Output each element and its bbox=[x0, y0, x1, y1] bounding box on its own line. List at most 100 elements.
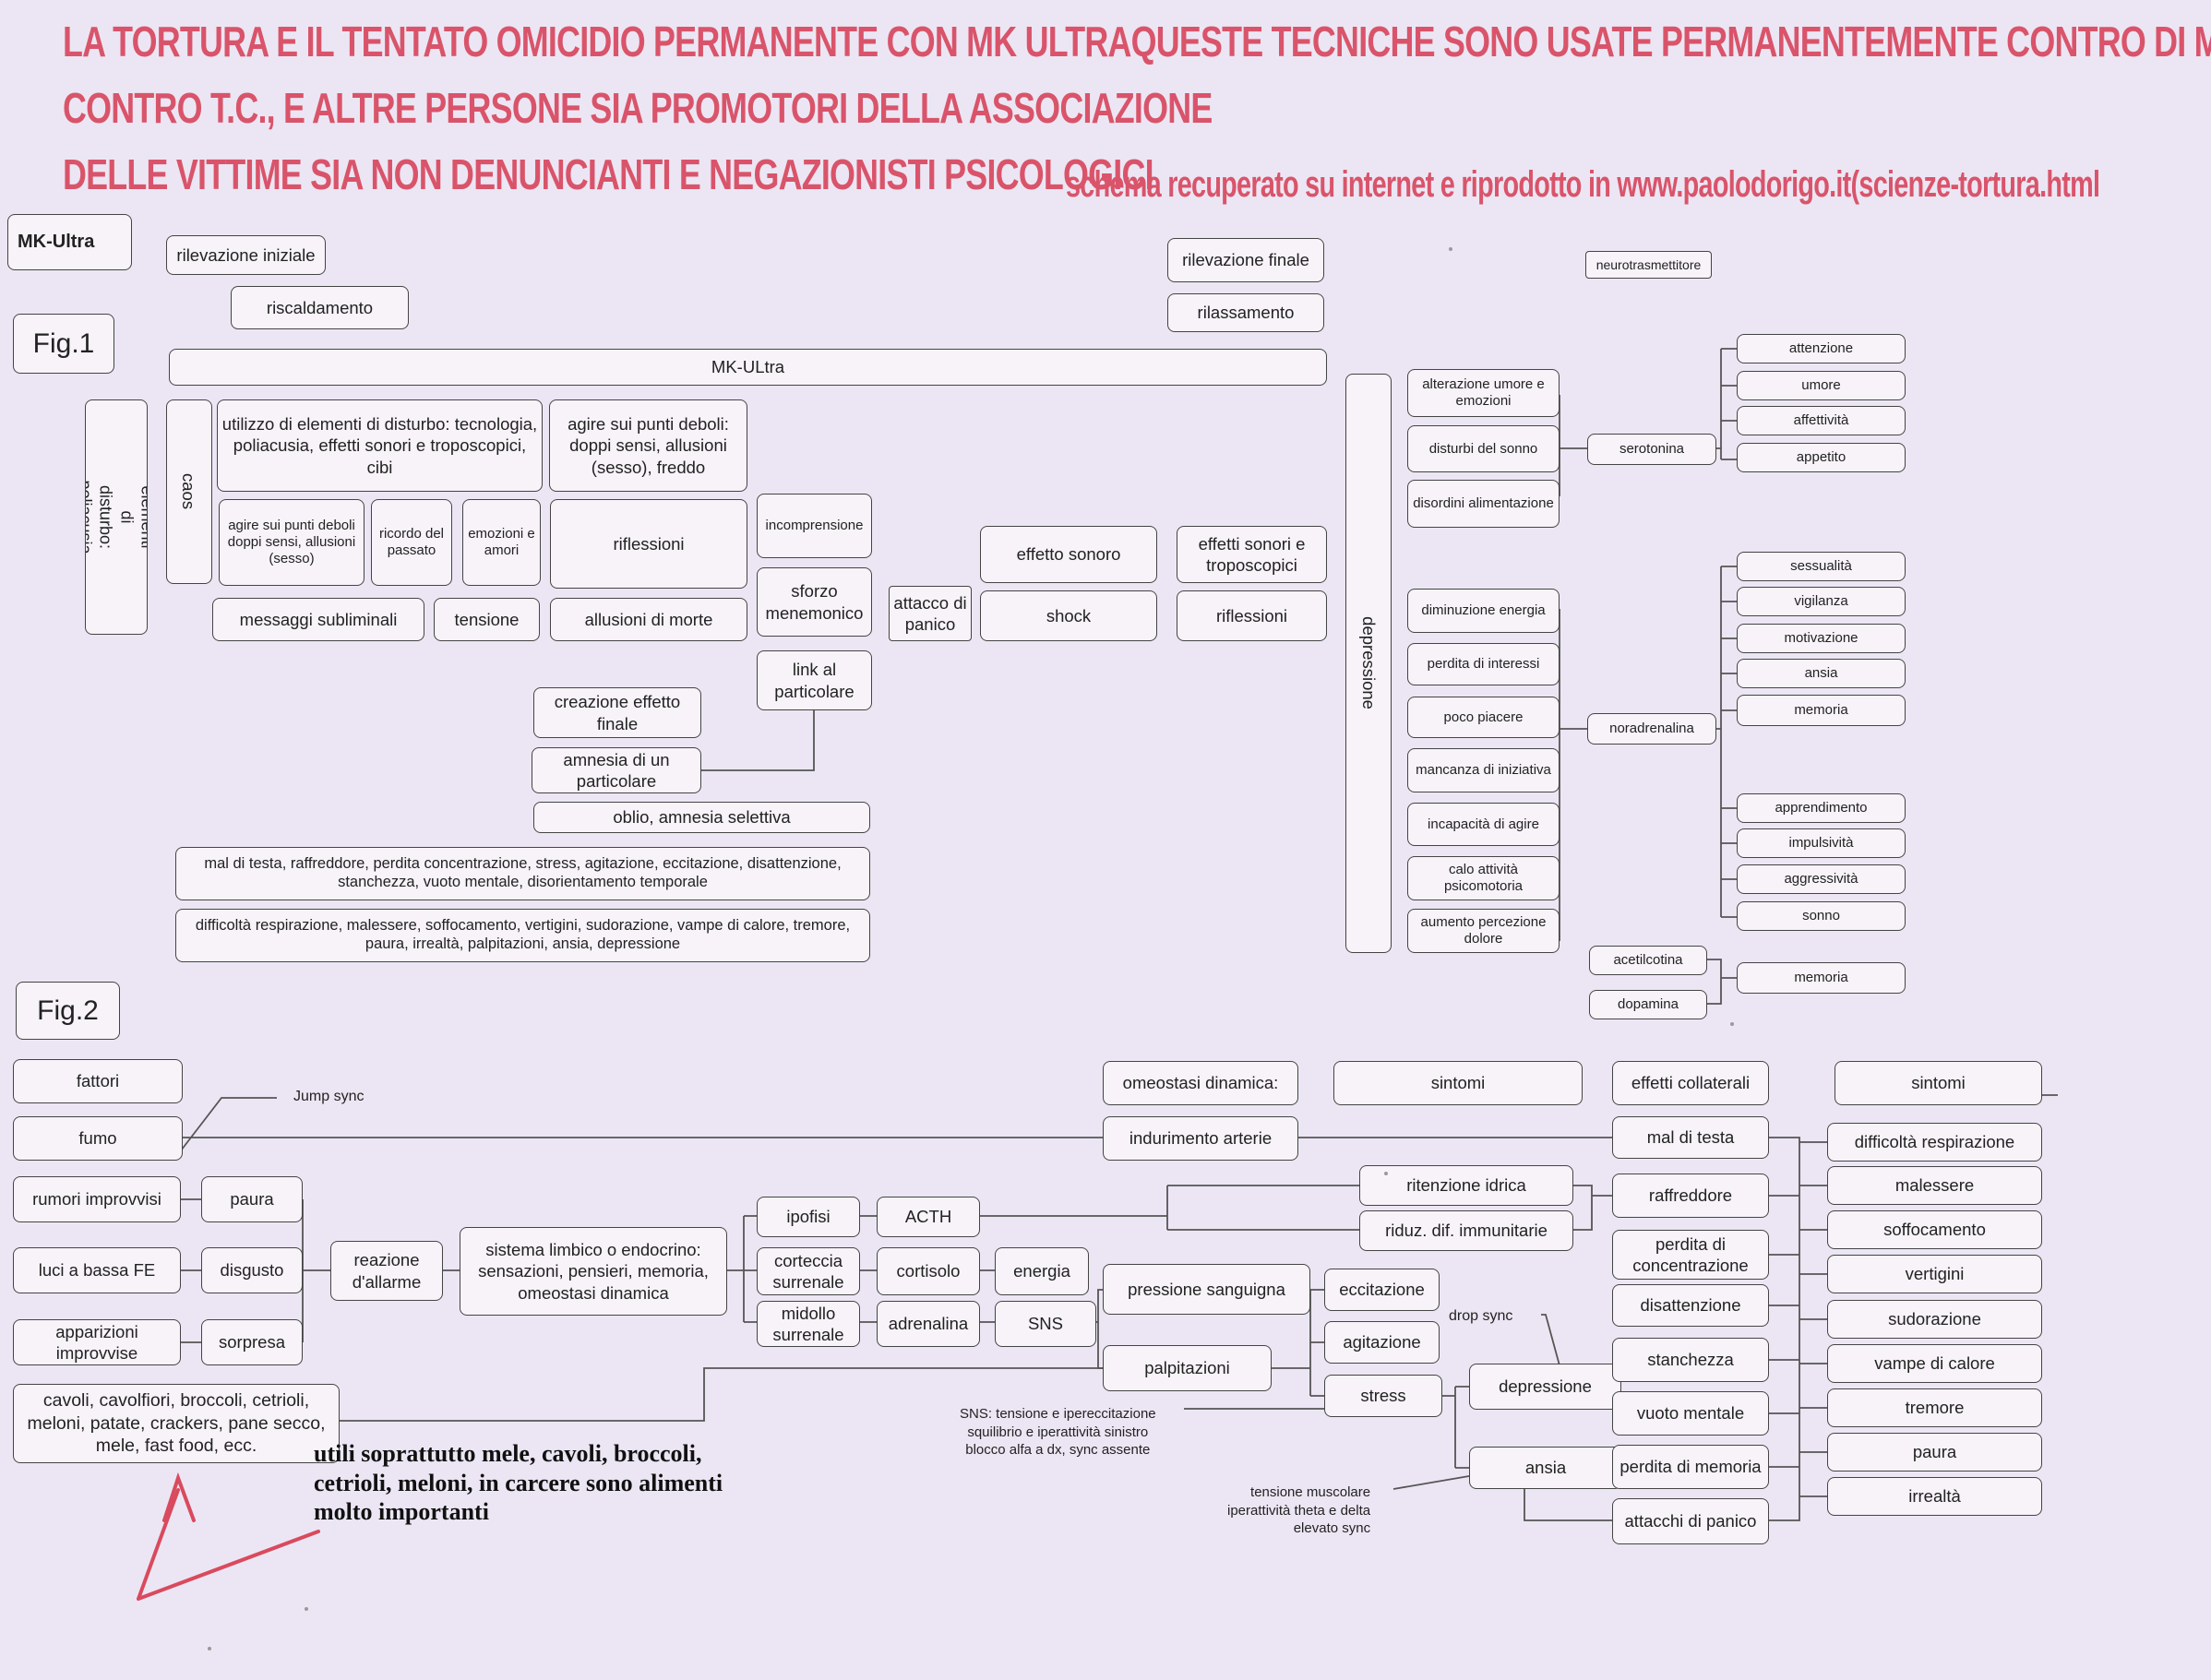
sintomo-tremore: tremore bbox=[1827, 1388, 2042, 1427]
ansia-box: ansia bbox=[1469, 1447, 1622, 1489]
attacco-panico-box: attacco di panico bbox=[889, 586, 972, 641]
header-line-2: CONTRO T.C., E ALTRE PERSONE SIA PROMOTO… bbox=[63, 84, 1213, 132]
riscaldamento-box: riscaldamento bbox=[231, 286, 409, 329]
ritenzione-box: ritenzione idrica bbox=[1359, 1165, 1573, 1206]
header-line-1: LA TORTURA E IL TENTATO OMICIDIO PERMANE… bbox=[63, 18, 2211, 66]
fig1-label: Fig.1 bbox=[13, 314, 114, 374]
sintomo-soffocamento: soffocamento bbox=[1827, 1210, 2042, 1249]
effetto-stanchezza: stanchezza bbox=[1612, 1338, 1769, 1382]
scan-speck bbox=[305, 1607, 308, 1611]
corteccia-box: corteccia surrenale bbox=[757, 1247, 860, 1295]
disgusto-box: disgusto bbox=[201, 1247, 303, 1293]
mk-ultra-bar: MK-ULtra bbox=[169, 349, 1327, 386]
effetti-head-box: effetti collaterali bbox=[1612, 1061, 1769, 1105]
sintomo-paura: paura bbox=[1827, 1433, 2042, 1471]
riflessioni-box: riflessioni bbox=[550, 499, 747, 589]
effetti-sonori-box: effetti sonori e troposcopici bbox=[1177, 526, 1327, 583]
function-sonno: sonno bbox=[1737, 901, 1906, 931]
fattori-box: fattori bbox=[13, 1059, 183, 1103]
effect-aumento-dolore: aumento percezione dolore bbox=[1407, 909, 1560, 953]
effetto-mal-di-testa: mal di testa bbox=[1612, 1116, 1769, 1159]
cortisolo-box: cortisolo bbox=[877, 1247, 980, 1295]
effetto-sonoro-box: effetto sonoro bbox=[980, 526, 1157, 583]
scan-speck bbox=[1384, 1172, 1388, 1175]
neurotrasmettitore-box: neurotrasmettitore bbox=[1585, 251, 1712, 279]
paura-box: paura bbox=[201, 1176, 303, 1222]
function-impulsivita: impulsività bbox=[1737, 828, 1906, 858]
effect-disturbi-sonno: disturbi del sonno bbox=[1407, 425, 1560, 472]
sintomo-sudorazione: sudorazione bbox=[1827, 1300, 2042, 1339]
sintomo-malessere: malessere bbox=[1827, 1166, 2042, 1205]
depressione-vertical: depressione bbox=[1345, 374, 1392, 953]
shock-box: shock bbox=[980, 590, 1157, 641]
function-apprendimento: apprendimento bbox=[1737, 793, 1906, 823]
creazione-elementi-vertical: creazione elementi di disturbo: poliacus… bbox=[85, 399, 148, 635]
adrenalina-box: adrenalina bbox=[877, 1301, 980, 1347]
effect-perdita-interessi: perdita di interessi bbox=[1407, 643, 1560, 685]
pressione-box: pressione sanguigna bbox=[1103, 1264, 1310, 1315]
scan-speck bbox=[1449, 247, 1452, 251]
sforzo-box: sforzo menemonico bbox=[757, 567, 872, 637]
caos-box: caos bbox=[166, 399, 212, 584]
midollo-box: midollo surrenale bbox=[757, 1301, 860, 1347]
effetto-perdita-memoria: perdita di memoria bbox=[1612, 1445, 1769, 1489]
noradrenalina-box: noradrenalina bbox=[1587, 713, 1716, 745]
function-appetito: appetito bbox=[1737, 443, 1906, 472]
jump-sync-label: Jump sync bbox=[293, 1089, 365, 1104]
depressione-box: depressione bbox=[1469, 1364, 1621, 1410]
indurimento-box: indurimento arterie bbox=[1103, 1116, 1298, 1161]
acetilcotina-box: acetilcotina bbox=[1589, 946, 1707, 975]
utilizzo-elementi-box: utilizzo di elementi di disturbo: tecnol… bbox=[217, 399, 543, 492]
sintomi-box-2: difficoltà respirazione, malessere, soff… bbox=[175, 909, 870, 962]
sintomo-vertigini: vertigini bbox=[1827, 1255, 2042, 1293]
effect-mancanza-iniziativa: mancanza di iniziativa bbox=[1407, 748, 1560, 792]
cibi-box: cavoli, cavolfiori, broccoli, cetrioli, … bbox=[13, 1384, 340, 1463]
acth-box: ACTH bbox=[877, 1197, 980, 1237]
riflessioni2-box: riflessioni bbox=[1177, 590, 1327, 641]
function-umore: umore bbox=[1737, 371, 1906, 400]
palpitazioni-box: palpitazioni bbox=[1103, 1345, 1272, 1391]
sns-box: SNS bbox=[995, 1301, 1096, 1347]
sintomo-difficolta-respirazione: difficoltà respirazione bbox=[1827, 1123, 2042, 1162]
sintomo-irrealta: irrealtà bbox=[1827, 1477, 2042, 1516]
ipofisi-box: ipofisi bbox=[757, 1197, 860, 1237]
serotonina-box: serotonina bbox=[1587, 434, 1716, 465]
note-text: utili soprattutto mele, cavoli, broccoli… bbox=[314, 1440, 723, 1526]
dopamina-box: dopamina bbox=[1589, 990, 1707, 1019]
effetto-attacchi-panico: attacchi di panico bbox=[1612, 1498, 1769, 1544]
effect-disordini-alimentazione: disordini alimentazione bbox=[1407, 480, 1560, 528]
allusioni-box: allusioni di morte bbox=[550, 598, 747, 641]
sintomi-head-box-2: sintomi bbox=[1835, 1061, 2042, 1105]
tensione-box: tensione bbox=[434, 598, 540, 641]
scan-speck bbox=[1730, 1022, 1734, 1026]
source-note: schema recuperato su internet e riprodot… bbox=[1066, 164, 2100, 205]
riduz-box: riduz. dif. immunitarie bbox=[1359, 1210, 1573, 1251]
function-vigilanza: vigilanza bbox=[1737, 587, 1906, 616]
sistema-box: sistema limbico o endocrino: sensazioni,… bbox=[460, 1227, 727, 1316]
incomprensione-box: incomprensione bbox=[757, 494, 872, 558]
oblio-box: oblio, amnesia selettiva bbox=[533, 802, 870, 833]
eccitazione-box: eccitazione bbox=[1324, 1269, 1440, 1311]
function-memoria-2: memoria bbox=[1737, 962, 1906, 994]
function-ansia: ansia bbox=[1737, 659, 1906, 688]
messaggi-box: messaggi subliminali bbox=[212, 598, 424, 641]
fig2-label: Fig.2 bbox=[16, 982, 120, 1040]
effect-diminuzione-energia: diminuzione energia bbox=[1407, 589, 1560, 633]
energia-box: energia bbox=[995, 1247, 1089, 1295]
effect-calo-attivita: calo attività psicomotoria bbox=[1407, 856, 1560, 900]
agire-small-box: agire sui punti deboli doppi sensi, allu… bbox=[219, 499, 365, 586]
rilevazione-iniziale-box: rilevazione iniziale bbox=[166, 235, 326, 275]
function-motivazione: motivazione bbox=[1737, 624, 1906, 653]
sorpresa-box: sorpresa bbox=[201, 1319, 303, 1365]
function-attenzione: attenzione bbox=[1737, 334, 1906, 363]
luci-box: luci a bassa FE bbox=[13, 1247, 181, 1293]
function-aggressivita: aggressività bbox=[1737, 864, 1906, 894]
function-sessualita: sessualità bbox=[1737, 552, 1906, 581]
sintomi-box-1: mal di testa, raffreddore, perdita conce… bbox=[175, 847, 870, 900]
effect-alterazione: alterazione umore e emozioni bbox=[1407, 369, 1560, 417]
effetto-raffreddore: raffreddore bbox=[1612, 1174, 1769, 1218]
sintomi-head-box: sintomi bbox=[1333, 1061, 1583, 1105]
